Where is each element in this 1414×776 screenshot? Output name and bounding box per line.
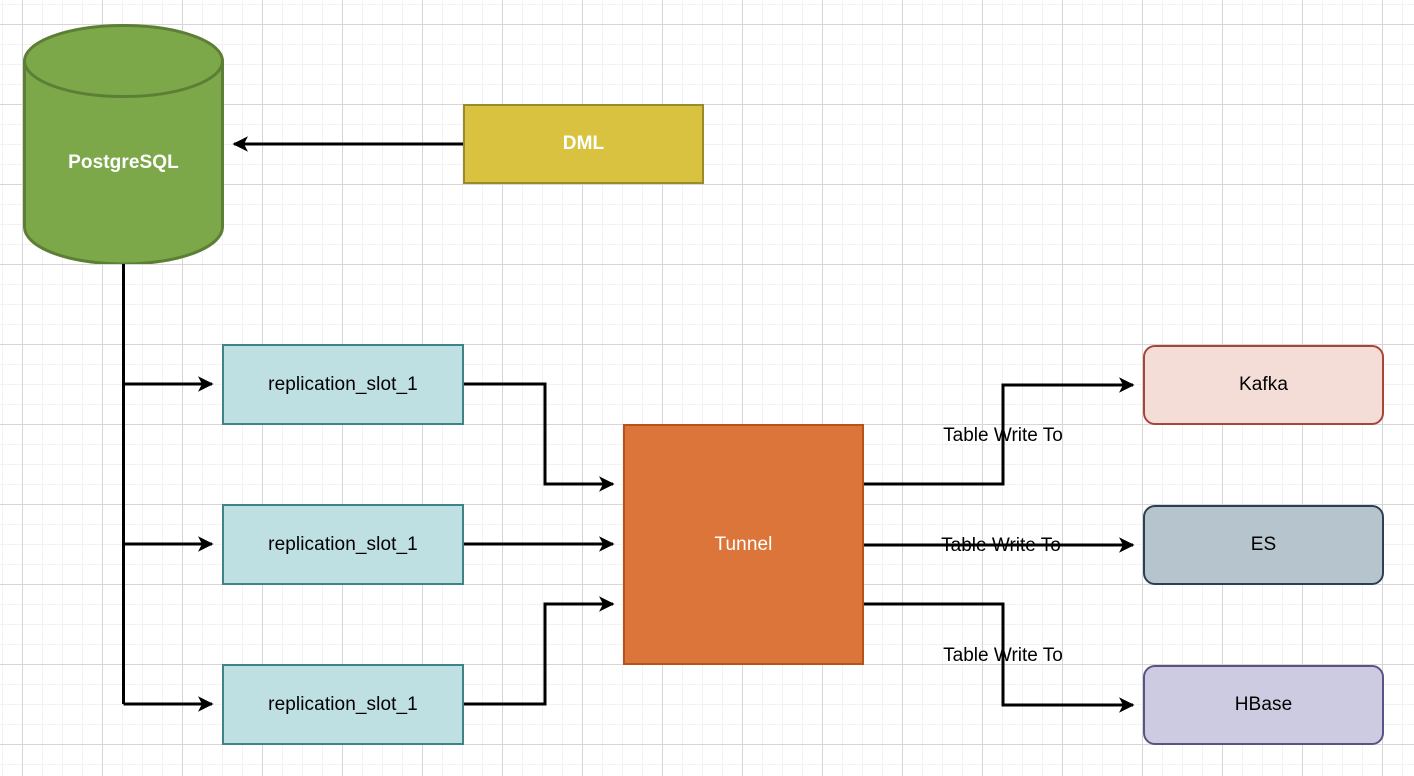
node-replication-slot-3[interactable]: replication_slot_1 bbox=[222, 664, 464, 745]
node-replication-slot-1-label: replication_slot_1 bbox=[268, 373, 418, 395]
cylinder-shape bbox=[23, 24, 224, 264]
node-kafka-label: Kafka bbox=[1238, 374, 1289, 395]
node-postgresql[interactable]: PostgreSQL bbox=[23, 24, 224, 264]
edge-slot1-to-tunnel bbox=[464, 382, 615, 492]
node-postgresql-label: PostgreSQL bbox=[68, 152, 179, 173]
node-tunnel-label: Tunnel bbox=[714, 533, 773, 555]
node-tunnel[interactable]: Tunnel bbox=[623, 424, 864, 665]
node-replication-slot-3-label: replication_slot_1 bbox=[268, 693, 418, 715]
node-kafka[interactable]: Kafka bbox=[1143, 345, 1384, 425]
edge-slot3-to-tunnel bbox=[464, 596, 615, 706]
node-es-label: ES bbox=[1250, 534, 1277, 555]
node-hbase[interactable]: HBase bbox=[1143, 665, 1384, 745]
node-dml-label: DML bbox=[562, 133, 605, 154]
node-replication-slot-1[interactable]: replication_slot_1 bbox=[222, 344, 464, 425]
edge-label-tunnel-to-kafka: Table Write To bbox=[943, 425, 1063, 446]
node-dml[interactable]: DML bbox=[463, 104, 704, 184]
edge-label-tunnel-to-es: Table Write To bbox=[941, 535, 1061, 556]
node-replication-slot-2[interactable]: replication_slot_1 bbox=[222, 504, 464, 585]
edge-label-tunnel-to-hbase: Table Write To bbox=[943, 645, 1063, 666]
node-hbase-label: HBase bbox=[1234, 694, 1293, 715]
node-es[interactable]: ES bbox=[1143, 505, 1384, 585]
node-replication-slot-2-label: replication_slot_1 bbox=[268, 533, 418, 555]
